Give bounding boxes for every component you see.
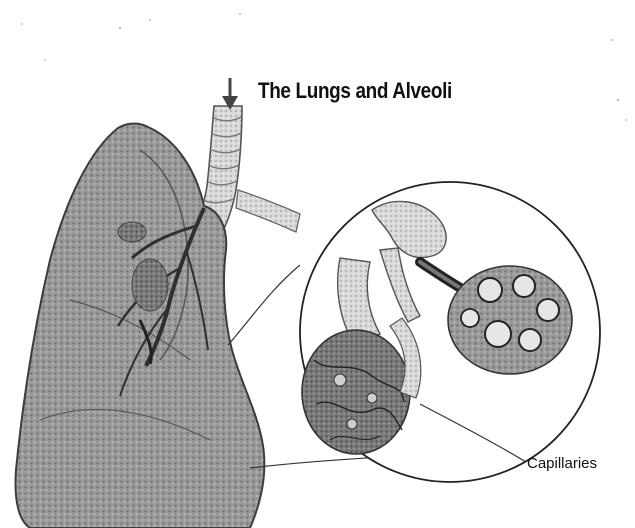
figure-title: The Lungs and Alveoli [258,78,452,104]
scan-noise [21,13,627,121]
capillaries-label: Capillaries [527,455,597,472]
